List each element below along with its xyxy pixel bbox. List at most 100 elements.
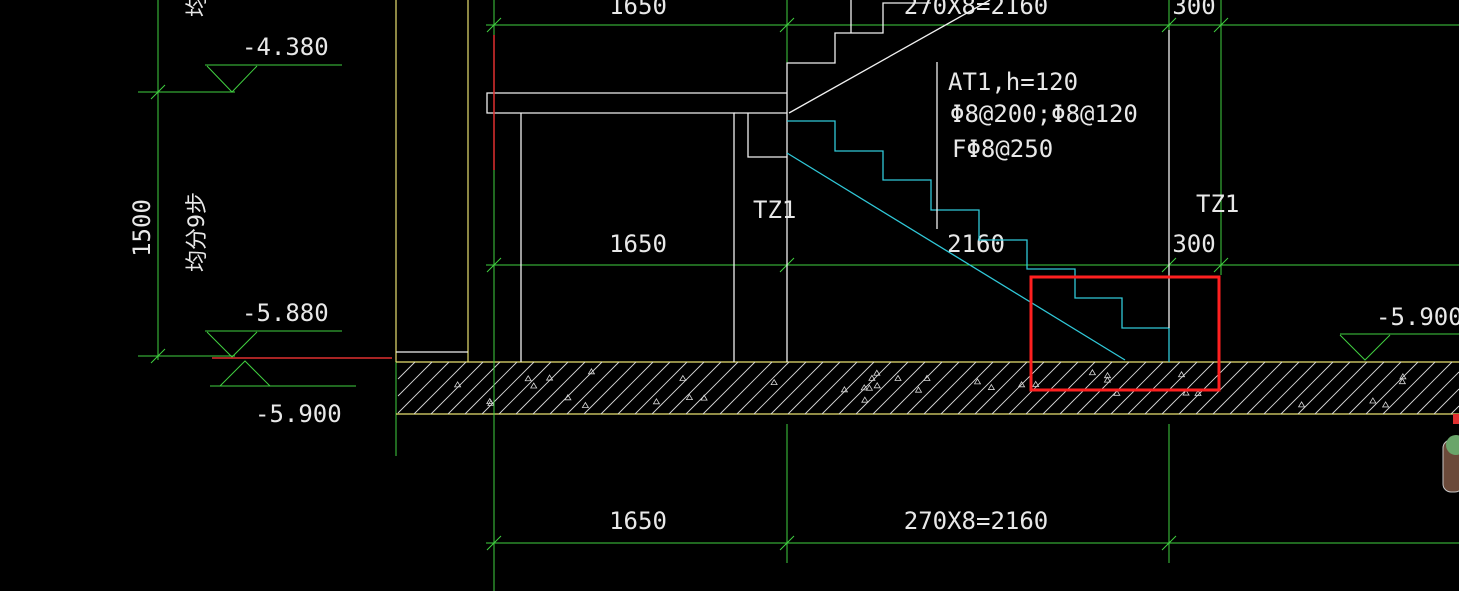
hatch-line [923,361,977,415]
aggregate-mark [524,375,532,382]
lower-stair-flight [786,120,1170,362]
aggregate-mark [860,384,868,391]
hatch-line [515,361,569,415]
hatch-line [464,361,518,415]
hatch-line [1314,361,1368,415]
hatch-line [702,361,756,415]
elevation-ground-right-label: -5.900 [1376,303,1459,331]
aggregate-mark [873,382,881,389]
hatch-line [974,361,1028,415]
elevation-mark-lower [205,330,342,358]
hatch-line [1076,361,1130,415]
top-dim-flight: 270X8=2160 [904,0,1049,20]
hatch-line [1144,361,1198,415]
hatch-line [1178,361,1232,415]
top-dim-landing: 1650 [609,0,667,20]
hatch-line [736,361,790,415]
elevation-upper-label: -4.380 [242,33,329,61]
hatch-line [991,361,1045,415]
hatch-line [397,361,450,414]
aggregate-mark [1088,368,1097,376]
cactus-icon[interactable] [1442,414,1459,493]
aggregate-mark [1381,401,1390,408]
hatch-line [651,361,705,415]
aggregate-mark [861,396,869,403]
aggregate-mark [587,368,596,375]
aggregate-mark [679,374,687,381]
landing-slab [486,35,788,362]
wall-outline [395,0,469,456]
hatch-line [1297,361,1351,415]
aggregate-mark [685,393,694,400]
stair-label-line3: FΦ8@250 [952,135,1053,163]
upper-stair-flight [786,0,991,114]
aggregate-mark [1031,380,1040,387]
aggregate-mark [1113,389,1121,396]
hatch-line [1127,361,1181,415]
hatch-line [1263,361,1317,415]
hatch-line [566,361,620,415]
hatch-line [1059,361,1113,415]
left-vertical-dimension [138,0,235,364]
hatch-line [1348,361,1402,415]
aggregate-mark [453,381,462,388]
hatch-line [821,361,875,415]
hatch-line [770,361,824,415]
stair-label-line1: AT1,h=120 [948,68,1078,96]
selection-highlight-box[interactable] [1029,275,1221,392]
column-right-label: TZ1 [1196,190,1239,218]
aggregate-mark [894,374,902,381]
aggregate-mark [1177,370,1186,378]
aggregate-mark [973,378,982,385]
elevation-mark-upper [205,64,342,93]
aggregate-mark [987,383,996,390]
hatch-line [906,361,960,415]
hatch-line [957,361,1011,415]
hatch-line [668,361,722,415]
hatch-line [600,361,654,415]
mid-dim-landing: 1650 [609,230,667,258]
hatch-line [1212,361,1266,415]
hatch-line [430,361,484,415]
aggregate-mark [770,378,778,386]
elevation-lower-label: -5.880 [242,299,329,327]
ground-slab [396,361,1459,415]
mid-dim-end: 300 [1172,230,1215,258]
aggregate-mark [923,374,931,381]
aggregate-mark [564,394,572,401]
aggregate-mark [840,386,849,393]
hatch-line [1195,361,1249,415]
aggregate-mark [652,398,661,405]
hatch-line [872,361,926,415]
clipped-vertical-text: 均 [185,0,210,17]
aggregate-mark [1017,381,1026,388]
hatch-line [1433,388,1459,415]
vertical-note-label: 均分9步 [185,192,210,272]
hatch-line [940,361,994,415]
aggregate-mark [1399,373,1407,380]
hatch-line [1399,361,1453,415]
column-left-label: TZ1 [753,196,796,224]
hatch-line [753,361,807,415]
hatch-line [413,361,467,415]
mid-dim-flight: 2160 [947,230,1005,258]
hatch-line [1365,361,1419,415]
aggregate-mark [487,399,495,406]
hatch-line [549,361,603,415]
aggregate-mark [1182,389,1190,396]
aggregate-mark [1194,389,1202,396]
elevation-mark-ground-right [1339,333,1459,361]
hatch-line [1450,405,1459,415]
aggregate-mark [1103,376,1112,383]
aggregate-mark [865,384,874,391]
hatch-line [583,361,637,415]
hatch-line [447,361,501,415]
hatch-line [1280,361,1334,415]
hatch-line [804,361,858,415]
hatch-line [685,361,739,415]
aggregate-mark [1297,401,1306,408]
hatch-line [617,361,671,415]
aggregate-mark [530,382,538,389]
hatch-line [1161,361,1215,415]
